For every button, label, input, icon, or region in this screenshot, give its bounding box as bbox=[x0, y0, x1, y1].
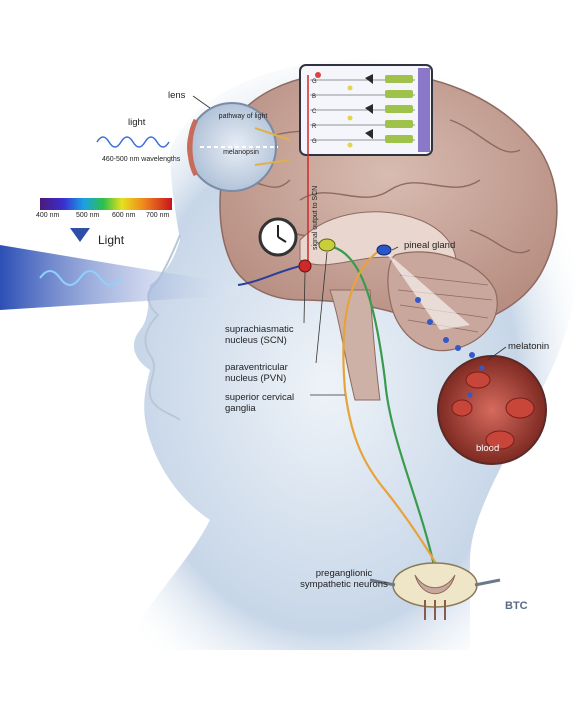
scn-label: suprachiasmatic nucleus (SCN) bbox=[225, 324, 294, 346]
spectrum-tick-400: 400 nm bbox=[36, 212, 60, 219]
melanopsin-label: melanopsin bbox=[223, 149, 259, 156]
retina-row-letter: B bbox=[312, 94, 316, 100]
scn-dot bbox=[298, 259, 312, 273]
green-pathway bbox=[327, 244, 437, 571]
preganglionic-label: preganglionic sympathetic neurons bbox=[300, 568, 388, 590]
light-beam bbox=[0, 228, 240, 310]
wavelength-label: 460-500 nm wavelengths bbox=[102, 156, 181, 163]
btc-logo: BTC bbox=[505, 600, 528, 612]
retina-row-letter: R bbox=[312, 124, 317, 130]
spectrum-tick-500: 500 nm bbox=[76, 212, 100, 219]
leader-lines bbox=[192, 95, 507, 396]
clock-icon bbox=[258, 217, 298, 257]
spinal-cord bbox=[369, 562, 501, 620]
retina-row-letter: C bbox=[312, 109, 317, 115]
pineal-dot bbox=[376, 244, 392, 256]
retina-row-letter: G bbox=[312, 139, 317, 145]
ganglia-label: superior cervical ganglia bbox=[225, 392, 295, 414]
retina-inset bbox=[299, 64, 433, 156]
light-beam-label: Light bbox=[98, 233, 125, 247]
eye-section bbox=[187, 102, 291, 192]
spectrum-tick-700: 700 nm bbox=[146, 212, 170, 219]
pvn-dot bbox=[318, 238, 336, 252]
blood-label: blood bbox=[476, 443, 500, 454]
blood-vessel-inset bbox=[437, 355, 547, 465]
pathway-label: pathway of light bbox=[218, 113, 268, 120]
light-wave-label: light bbox=[128, 117, 146, 128]
pineal-gland-label: pineal gland bbox=[404, 240, 456, 251]
melatonin-label: melatonin bbox=[508, 341, 550, 352]
orange-pathway bbox=[342, 249, 441, 571]
optic-path bbox=[237, 264, 306, 286]
retina-row-letter: G bbox=[312, 79, 317, 85]
spectrum-tick-600: 600 nm bbox=[112, 212, 136, 219]
signal-output-label: signal output to SCN bbox=[312, 185, 319, 250]
wave-icon bbox=[96, 136, 170, 148]
pvn-label: paraventricular nucleus (PVN) bbox=[225, 362, 288, 384]
spectrum-bar bbox=[40, 198, 172, 210]
lens-label: lens bbox=[168, 90, 186, 101]
arrow-down-icon bbox=[70, 228, 90, 242]
melatonin-release-cone bbox=[384, 250, 470, 330]
